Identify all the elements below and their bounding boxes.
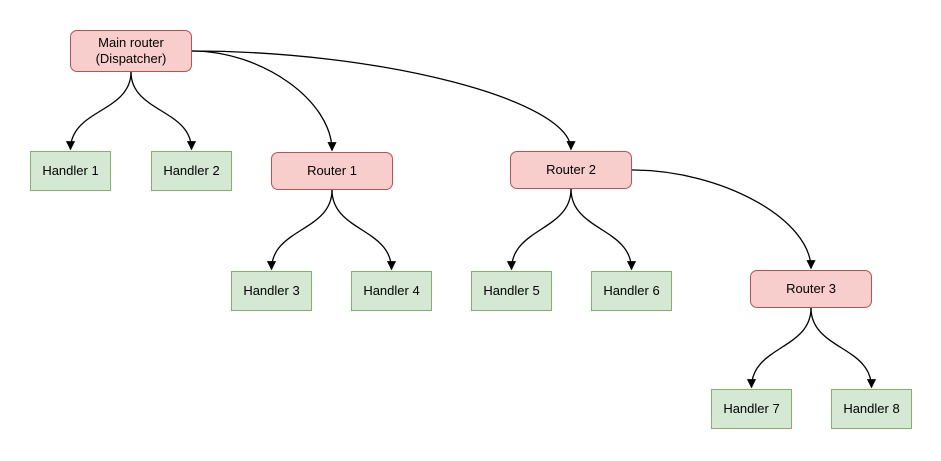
- node-label-handler-7: Handler 7: [723, 400, 780, 416]
- node-label-router-2: Router 2: [546, 161, 596, 177]
- edge-router-3-to-handler-7: [746, 307, 812, 389]
- node-label-handler-2: Handler 2: [163, 162, 220, 178]
- edge-router-3-to-handler-8: [810, 307, 877, 389]
- edge-main-router-to-handler-2: [130, 71, 197, 151]
- edge-router-2-to-handler-5: [506, 188, 572, 271]
- node-handler-5: Handler 5: [471, 271, 552, 311]
- node-label-main-router: Main router (Dispatcher): [95, 34, 167, 66]
- node-label-handler-3: Handler 3: [243, 282, 300, 298]
- edge-router-2-to-handler-6: [570, 188, 637, 271]
- node-handler-7: Handler 7: [711, 389, 792, 429]
- edge-router-2-to-router-3: [631, 169, 816, 270]
- node-label-handler-6: Handler 6: [603, 282, 660, 298]
- node-label-handler-5: Handler 5: [483, 282, 540, 298]
- node-handler-4: Handler 4: [351, 271, 432, 311]
- edge-main-router-to-router-1: [191, 50, 337, 152]
- edge-main-router-to-router-2: [191, 50, 576, 151]
- node-handler-2: Handler 2: [151, 151, 232, 191]
- edge-main-router-to-handler-1: [65, 71, 132, 151]
- node-label-router-1: Router 1: [307, 162, 357, 178]
- node-label-handler-1: Handler 1: [42, 162, 99, 178]
- node-router-1: Router 1: [271, 152, 393, 190]
- edge-router-1-to-handler-4: [331, 189, 397, 271]
- node-label-handler-4: Handler 4: [363, 282, 420, 298]
- node-handler-8: Handler 8: [831, 389, 912, 429]
- edge-router-1-to-handler-3: [266, 189, 333, 271]
- node-handler-1: Handler 1: [30, 151, 111, 191]
- node-label-router-3: Router 3: [786, 280, 836, 296]
- node-handler-6: Handler 6: [591, 271, 672, 311]
- node-label-handler-8: Handler 8: [843, 400, 900, 416]
- node-main-router: Main router (Dispatcher): [70, 30, 192, 72]
- node-router-3: Router 3: [750, 270, 872, 308]
- node-router-2: Router 2: [510, 151, 632, 189]
- node-handler-3: Handler 3: [231, 271, 312, 311]
